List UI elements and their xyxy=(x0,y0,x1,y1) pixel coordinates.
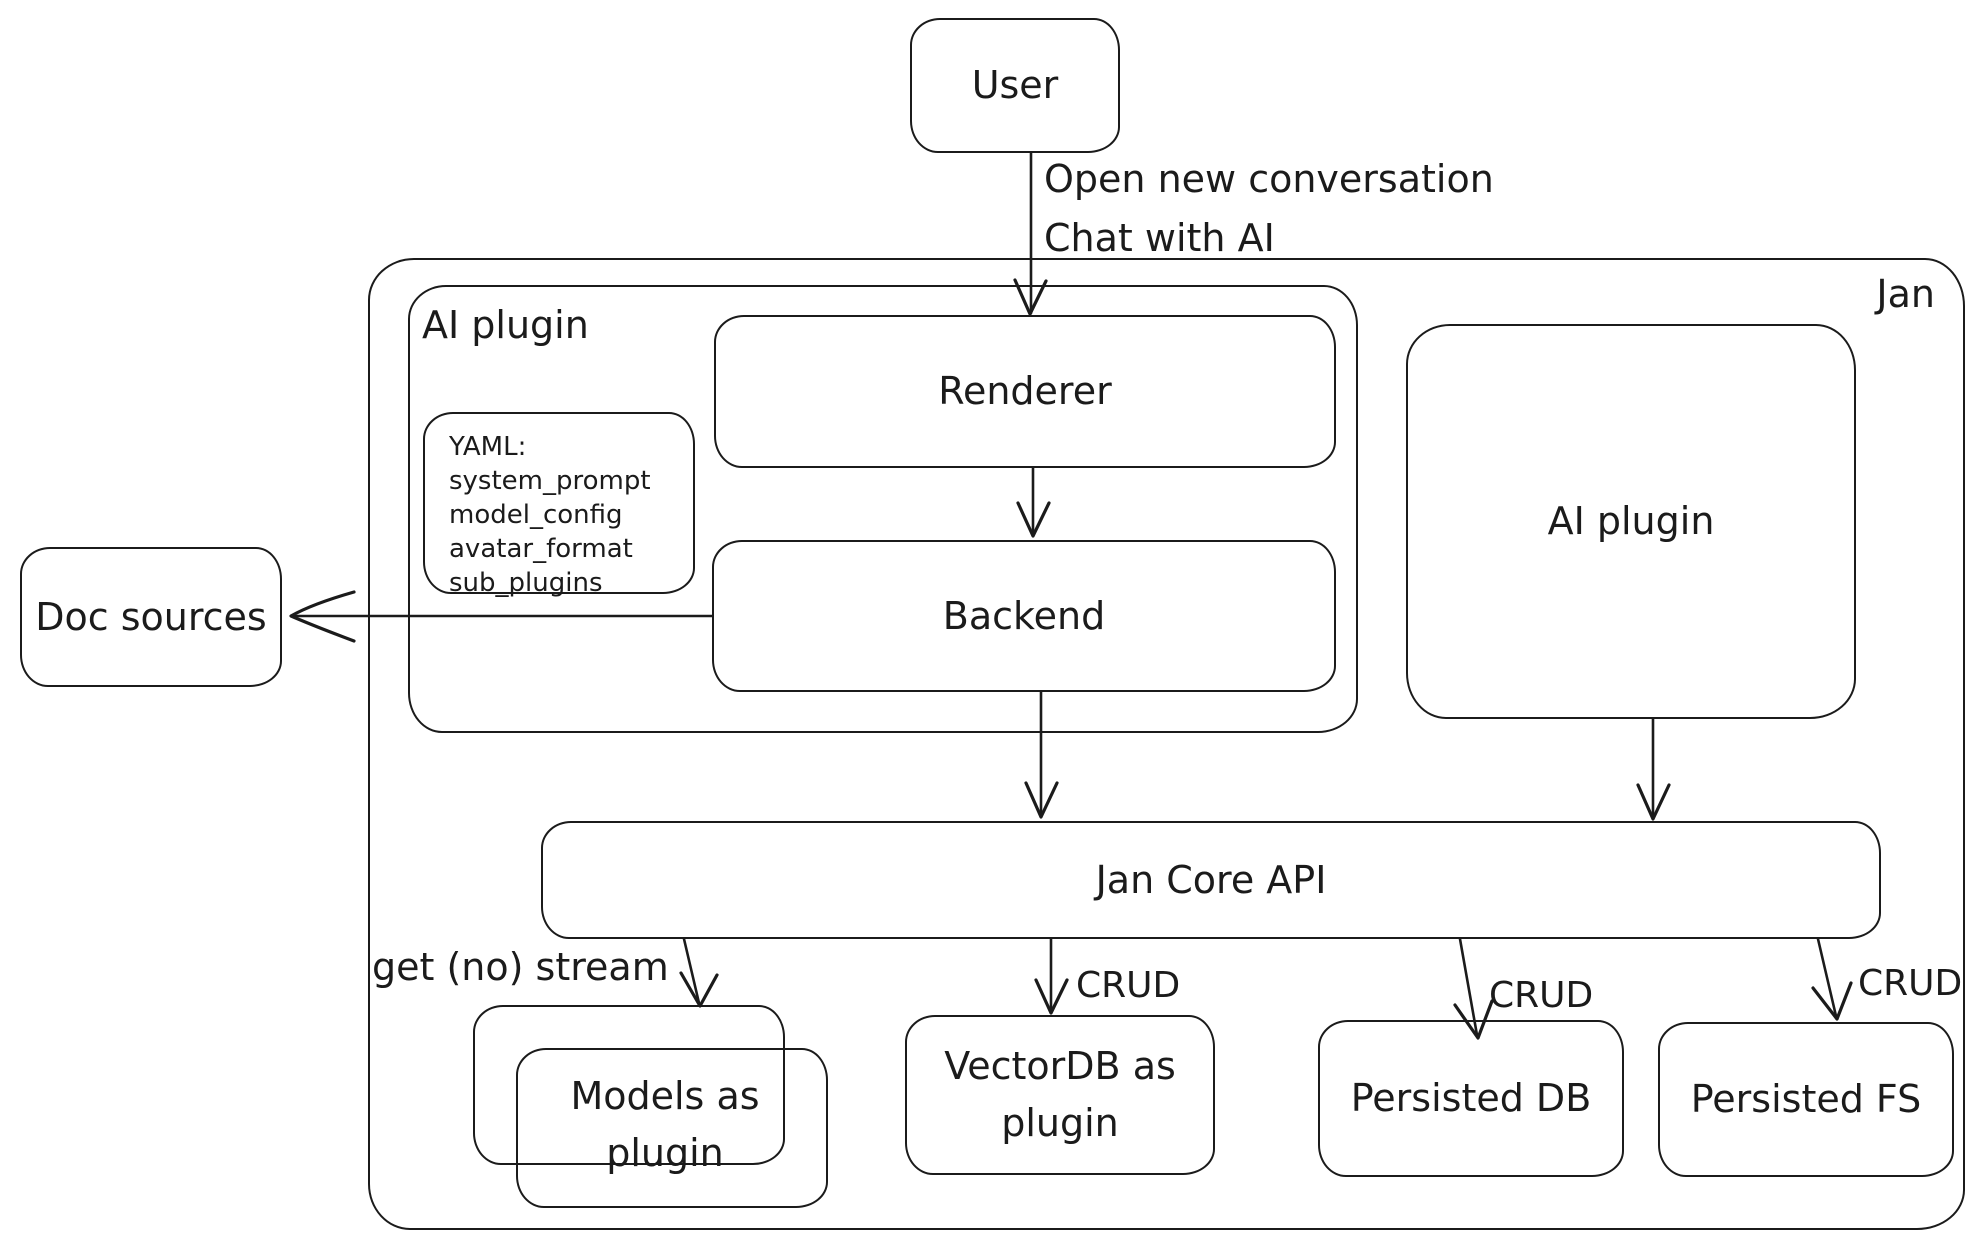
user-label: User xyxy=(971,63,1059,107)
models-as-plugin-node xyxy=(516,1048,828,1208)
yaml-note-line: avatar_format xyxy=(449,534,633,564)
renderer-node: Renderer xyxy=(714,315,1336,468)
ai-plugin-node: AI plugin xyxy=(1406,324,1856,719)
yaml-note: YAML: system_prompt model_config avatar_… xyxy=(423,412,695,598)
edge-label-crud-vectordb: CRUD xyxy=(1076,965,1181,1006)
backend-label: Backend xyxy=(942,593,1106,638)
edge-label-get-no-stream: get (no) stream xyxy=(372,945,669,989)
yaml-note-line: model_config xyxy=(449,500,623,530)
persisted-fs-node: Persisted FS xyxy=(1658,1022,1954,1177)
backend-node: Backend xyxy=(712,540,1336,692)
vectordb-node: VectorDB as plugin xyxy=(905,1015,1215,1175)
yaml-note-line: sub_plugins xyxy=(449,568,603,598)
yaml-note-lines: YAML: system_prompt model_config avatar_… xyxy=(425,414,693,598)
doc-sources-node: Doc sources xyxy=(20,547,282,687)
edge-label-open-conversation: Open new conversation Chat with AI xyxy=(1044,157,1494,260)
persisted-db-label: Persisted DB xyxy=(1350,1076,1592,1120)
user-node: User xyxy=(910,18,1120,153)
ai-plugin-container: AI plugin xyxy=(408,285,1358,733)
renderer-label: Renderer xyxy=(938,369,1112,413)
models-as-plugin-label: Models as plugin xyxy=(570,1074,760,1175)
jan-container-label: Jan xyxy=(1876,272,1935,316)
ai-plugin-label: AI plugin xyxy=(1547,499,1715,543)
vectordb-label: VectorDB as plugin xyxy=(944,1044,1176,1145)
persisted-db-node: Persisted DB xyxy=(1318,1020,1624,1177)
yaml-note-line: YAML: xyxy=(449,432,527,462)
doc-sources-label: Doc sources xyxy=(35,594,267,639)
ai-plugin-container-label: AI plugin xyxy=(422,303,589,347)
edge-label-crud-persisted-db: CRUD xyxy=(1489,975,1594,1016)
yaml-note-line: system_prompt xyxy=(449,466,651,496)
persisted-fs-label: Persisted FS xyxy=(1690,1077,1922,1121)
models-as-plugin-back-box xyxy=(473,1005,785,1165)
jan-container: Jan xyxy=(368,258,1965,1230)
jan-core-api-label: Jan Core API xyxy=(1095,857,1327,902)
edge-label-crud-persisted-fs: CRUD xyxy=(1858,963,1963,1004)
jan-core-api-node: Jan Core API xyxy=(541,821,1881,939)
